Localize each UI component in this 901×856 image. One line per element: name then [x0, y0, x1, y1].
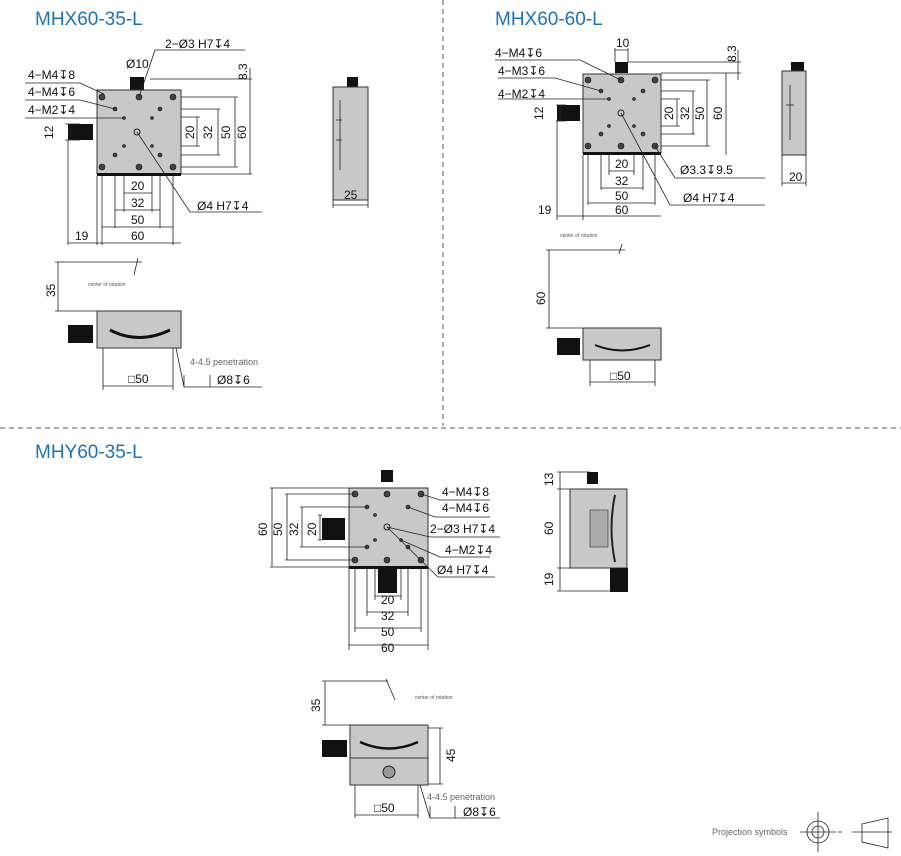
dim-50: 50 [693, 106, 707, 120]
label-knob-dia: Ø10 [126, 57, 149, 71]
dim-bottom-32: 32 [381, 609, 395, 623]
section-title: MHY60-35-L [35, 442, 143, 463]
section-mhx60-35-l: MHX60-35-L 2−Ø3 H7↧4 Ø10 4−M4↧8 4−M4↧6 4… [25, 9, 369, 390]
label-thread-m4-8: 4−M4↧8 [28, 68, 75, 82]
dim-60: 60 [711, 106, 725, 120]
dim-bottom-32: 32 [131, 196, 145, 210]
dim-rotation-height: 35 [309, 698, 323, 712]
dim-20: 20 [183, 125, 197, 139]
dim-bottom-20: 20 [381, 593, 395, 607]
dim-32: 32 [678, 106, 692, 120]
label-thread-m4-6: 4−M4↧6 [28, 85, 75, 99]
dim-rotation-height: 35 [44, 283, 58, 297]
stage-plate [96, 89, 182, 175]
dim-square-50: □50 [128, 372, 149, 386]
mounting-holes [584, 76, 659, 150]
dim-bottom-60: 60 [381, 641, 395, 655]
first-angle-circle-icon [800, 812, 842, 852]
side-view: 13 60 19 [542, 471, 628, 592]
center-of-rotation-label: center of rotation [560, 233, 598, 239]
projection-label: Projection symbols [712, 827, 788, 837]
section-title: MHX60-35-L [35, 9, 143, 30]
dim-bottom-32: 32 [615, 174, 629, 188]
dim-bottom-20: 20 [131, 179, 145, 193]
label-hole-3-3: Ø3.3↧9.5 [680, 163, 733, 177]
label-thread-m2-4: 4−M2↧4 [498, 87, 545, 101]
dim-8-3: 8.3 [725, 45, 739, 62]
front-view: 35 center of rotation □50 4-4.5 penetrat… [44, 257, 262, 390]
label-pin-holes: 2−Ø3 H7↧4 [430, 522, 495, 536]
top-view: 4−M4↧6 4−M3↧6 4−M2↧4 10 12 8.3 20 32 50 … [495, 36, 765, 220]
dim-rotation-height: 60 [534, 291, 548, 305]
label-counterbore: Ø8↧6 [217, 373, 250, 387]
dim-32: 32 [201, 125, 215, 139]
dim-bottom-60: 60 [615, 203, 629, 217]
dim-side-width: 20 [789, 170, 803, 184]
dim-32: 32 [287, 522, 301, 536]
dim-bottom-20: 20 [615, 157, 629, 171]
label-center-hole: Ø4 H7↧4 [197, 199, 249, 213]
label-center-hole: Ø4 H7↧4 [437, 563, 489, 577]
dim-bottom-50: 50 [381, 625, 395, 639]
center-of-rotation-label: center of rotation [415, 695, 453, 701]
side-view: 20 [781, 62, 807, 186]
label-penetration: 4-4.5 penetration [427, 792, 495, 802]
label-center-hole: Ø4 H7↧4 [683, 191, 735, 205]
top-view: 2−Ø3 H7↧4 Ø10 4−M4↧8 4−M4↧6 4−M2↧4 12 8.… [25, 37, 262, 245]
label-thread-m2-4: 4−M2↧4 [445, 543, 492, 557]
dim-50: 50 [219, 125, 233, 139]
dim-bottom-50: 50 [615, 189, 629, 203]
dim-side-19: 19 [542, 572, 556, 586]
dim-height-45: 45 [444, 748, 458, 762]
section-mhx60-60-l: MHX60-60-L 4−M4↧6 4−M3↧6 4−M2↧4 10 12 8.… [495, 9, 807, 386]
knob [130, 77, 144, 90]
label-thread-m4-6: 4−M4↧6 [495, 46, 542, 60]
dim-19: 19 [538, 203, 552, 217]
dim-knob-width: 10 [616, 36, 630, 50]
front-view: center of rotation 35 45 □50 4-4.5 penet… [309, 678, 500, 819]
label-counterbore: Ø8↧6 [463, 805, 496, 819]
dim-side-width: 25 [344, 188, 358, 202]
dim-20: 20 [305, 522, 319, 536]
center-of-rotation-label: center of rotation [88, 282, 126, 288]
label-pin-holes: 2−Ø3 H7↧4 [165, 37, 230, 51]
dim-bottom-60: 60 [131, 229, 145, 243]
label-knob-height: 12 [42, 125, 56, 139]
front-view: center of rotation 60 □50 [534, 233, 662, 386]
dim-20: 20 [662, 106, 676, 120]
dim-square-50: □50 [610, 369, 631, 383]
dim-side-13: 13 [542, 472, 556, 486]
dim-bottom-50: 50 [131, 213, 145, 227]
dim-19: 19 [75, 229, 89, 243]
mounting-holes [98, 93, 177, 171]
side-view: 25 [332, 77, 369, 208]
dim-60: 60 [235, 125, 249, 139]
label-8-3: 8.3 [236, 63, 250, 80]
projection-symbols: Projection symbols [712, 812, 892, 852]
top-view: 60 50 32 20 20 32 50 60 4−M4↧8 4−M4↧6 2−… [256, 470, 500, 655]
dim-side-60: 60 [542, 521, 556, 535]
label-thread-m4-6: 4−M4↧6 [442, 501, 489, 515]
label-thread-m2-4: 4−M2↧4 [28, 103, 75, 117]
first-angle-cone-icon [852, 817, 892, 849]
section-mhy60-35-l: MHY60-35-L 60 50 32 20 20 32 50 60 4−M4↧ [35, 442, 628, 819]
label-penetration: 4-4.5 penetration [190, 357, 258, 367]
dim-50: 50 [271, 522, 285, 536]
dim-60: 60 [256, 522, 270, 536]
label-thread-m3-6: 4−M3↧6 [498, 64, 545, 78]
micrometer-knob [68, 124, 93, 140]
plate-base [97, 173, 181, 176]
dim-square-50: □50 [374, 801, 395, 815]
label-thread-m4-8: 4−M4↧8 [442, 485, 489, 499]
section-title: MHX60-60-L [495, 9, 603, 30]
dim-knob-height: 12 [532, 106, 546, 120]
